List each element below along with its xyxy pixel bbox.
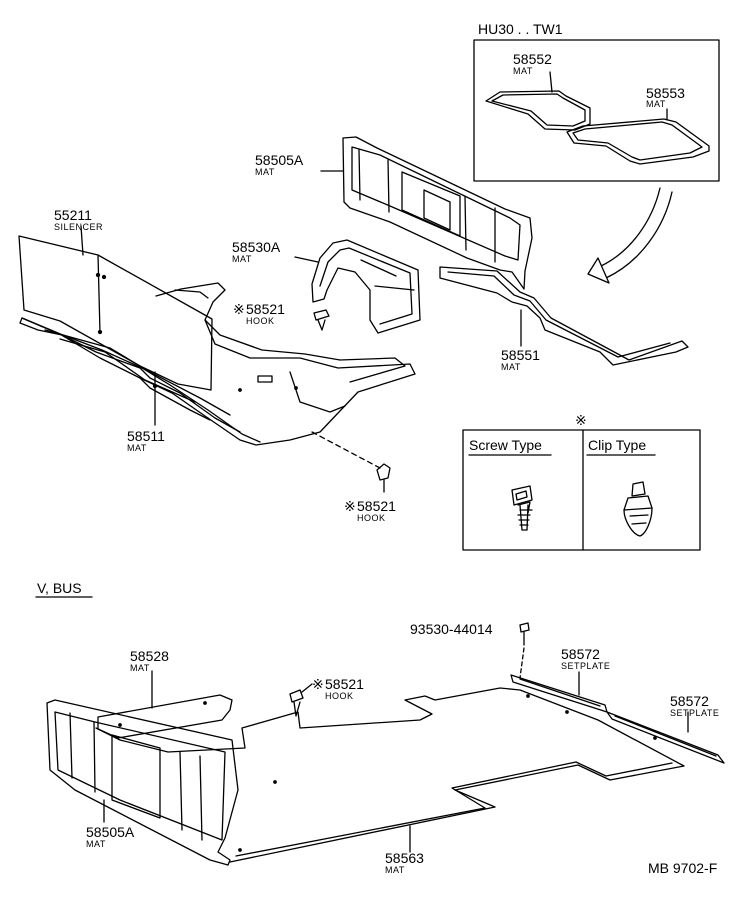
diagram-code: MB 9702-F bbox=[648, 860, 718, 876]
part-name-58505A-bottom: MAT bbox=[86, 839, 106, 849]
curved-arrow-drawing bbox=[587, 187, 673, 284]
part-mark-58521-bus: ※ bbox=[312, 676, 324, 692]
inset-title: HU30 . . TW1 bbox=[478, 21, 563, 37]
mat-58552-drawing bbox=[485, 71, 591, 131]
mat-58505A-bottom-drawing bbox=[46, 699, 239, 866]
part-name-58552: MAT bbox=[513, 66, 533, 76]
part-name-58572-b: SETPLATE bbox=[670, 708, 720, 718]
part-number-58528: 58528 bbox=[130, 648, 169, 664]
screw-93530-drawing bbox=[519, 622, 530, 679]
part-mark-58521-lower: ※ bbox=[344, 498, 356, 514]
part-name-55211: SILENCER bbox=[54, 222, 104, 232]
hook-58521-bus-drawing bbox=[289, 683, 313, 717]
part-name-58572-a: SETPLATE bbox=[561, 661, 611, 671]
part-number-58521-upper: 58521 bbox=[246, 301, 285, 317]
part-name-58521-bus: HOOK bbox=[325, 691, 354, 701]
part-number-58505A-top: 58505A bbox=[255, 152, 304, 168]
hook-58521-lower-drawing bbox=[311, 431, 391, 493]
part-name-58511: MAT bbox=[127, 443, 147, 453]
part-number-58563: 58563 bbox=[385, 850, 424, 866]
mat-58551-drawing bbox=[439, 266, 689, 366]
part-mark-58521-upper: ※ bbox=[233, 301, 245, 317]
legend-clip-type: Clip Type bbox=[588, 437, 647, 453]
part-name-58521-upper: HOOK bbox=[246, 316, 275, 326]
part-name-58530A: MAT bbox=[232, 254, 252, 264]
part-name-58505A-top: MAT bbox=[255, 167, 275, 177]
part-number-58553: 58553 bbox=[646, 85, 685, 101]
part-number-58505A-bottom: 58505A bbox=[86, 824, 135, 840]
hook-58521-upper-drawing bbox=[313, 309, 330, 331]
clip-type-drawing bbox=[623, 481, 653, 537]
legend-box bbox=[462, 429, 701, 551]
part-number-58521-lower: 58521 bbox=[357, 498, 396, 514]
section-title-bus: V, BUS bbox=[37, 580, 82, 596]
part-number-58552: 58552 bbox=[513, 51, 552, 67]
legend-symbol: ※ bbox=[575, 412, 587, 428]
part-name-58551: MAT bbox=[501, 362, 521, 372]
part-number-58572-a: 58572 bbox=[561, 646, 600, 662]
mat-58553-drawing bbox=[566, 108, 710, 165]
silencer-55211-drawing bbox=[18, 225, 213, 391]
mat-58511-drawing bbox=[19, 282, 416, 446]
part-number-58511: 58511 bbox=[127, 428, 165, 444]
part-number-55211: 55211 bbox=[54, 207, 92, 223]
part-name-58521-lower: HOOK bbox=[357, 513, 386, 523]
screw-type-drawing bbox=[511, 485, 533, 531]
legend-screw-type: Screw Type bbox=[469, 437, 542, 453]
part-number-58572-b: 58572 bbox=[670, 693, 709, 709]
mat-58530A-drawing bbox=[294, 239, 421, 334]
setplate-58572-b-drawing bbox=[606, 711, 725, 764]
part-name-58563: MAT bbox=[385, 865, 405, 875]
part-number-93530: 93530-44014 bbox=[410, 621, 493, 637]
mat-58505A-top-drawing bbox=[320, 136, 533, 290]
part-name-58553: MAT bbox=[646, 99, 666, 109]
part-number-58521-bus: 58521 bbox=[325, 676, 364, 692]
inset-box bbox=[473, 39, 720, 182]
part-name-58528: MAT bbox=[130, 663, 150, 673]
part-number-58551: 58551 bbox=[501, 347, 540, 363]
mat-58563-drawing bbox=[95, 687, 685, 863]
part-number-58530A: 58530A bbox=[232, 239, 281, 255]
